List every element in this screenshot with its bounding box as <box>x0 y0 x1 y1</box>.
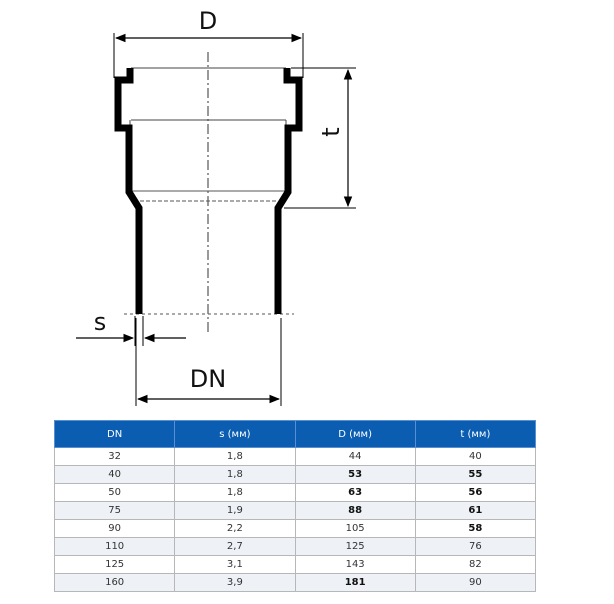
dn-label: DN <box>190 365 226 393</box>
table-cell-t: 40 <box>414 447 537 466</box>
table-cell-s: 2,2 <box>174 519 296 538</box>
table-cell-dn: 75 <box>53 501 176 520</box>
table-cell-t: 90 <box>414 573 537 592</box>
table-cell-dn: 90 <box>53 519 176 538</box>
table-cell-dn: 40 <box>53 465 176 484</box>
table-cell-d: 181 <box>294 573 416 592</box>
table-cell-t: 58 <box>414 519 537 538</box>
pipe-wall-right <box>274 68 303 314</box>
table-cell-s: 2,7 <box>174 537 296 556</box>
s-label: s <box>94 308 107 336</box>
table-cell-t: 56 <box>414 483 537 502</box>
table-header-row: DN s (мм) D (мм) t (мм) <box>53 420 537 448</box>
t-label: t <box>317 127 345 136</box>
column-header-s: s (мм) <box>174 420 296 448</box>
pipe-socket-diagram: D t s DN <box>76 7 356 406</box>
table-cell-d: 44 <box>294 447 416 466</box>
table-cell-t: 76 <box>414 537 537 556</box>
column-header-d: D (мм) <box>294 420 416 448</box>
table-cell-s: 1,8 <box>174 483 296 502</box>
table-cell-d: 53 <box>294 465 416 484</box>
table-cell-s: 1,9 <box>174 501 296 520</box>
table-cell-s: 1,8 <box>174 465 296 484</box>
table-cell-d: 63 <box>294 483 416 502</box>
column-header-t: t (мм) <box>414 420 537 448</box>
table-cell-d: 125 <box>294 537 416 556</box>
table-cell-d: 88 <box>294 501 416 520</box>
d-label: D <box>199 7 217 35</box>
table-cell-t: 82 <box>414 555 537 574</box>
table-cell-s: 3,9 <box>174 573 296 592</box>
table-cell-t: 55 <box>414 465 537 484</box>
table-cell-dn: 110 <box>53 537 176 556</box>
table-cell-dn: 32 <box>53 447 176 466</box>
table-cell-d: 105 <box>294 519 416 538</box>
column-header-dn: DN <box>53 420 176 448</box>
table-cell-dn: 50 <box>53 483 176 502</box>
table-cell-dn: 160 <box>53 573 176 592</box>
table-cell-t: 61 <box>414 501 537 520</box>
table-cell-d: 143 <box>294 555 416 574</box>
pipe-wall-left <box>114 68 143 314</box>
table-cell-dn: 125 <box>53 555 176 574</box>
table-cell-s: 3,1 <box>174 555 296 574</box>
table-cell-s: 1,8 <box>174 447 296 466</box>
